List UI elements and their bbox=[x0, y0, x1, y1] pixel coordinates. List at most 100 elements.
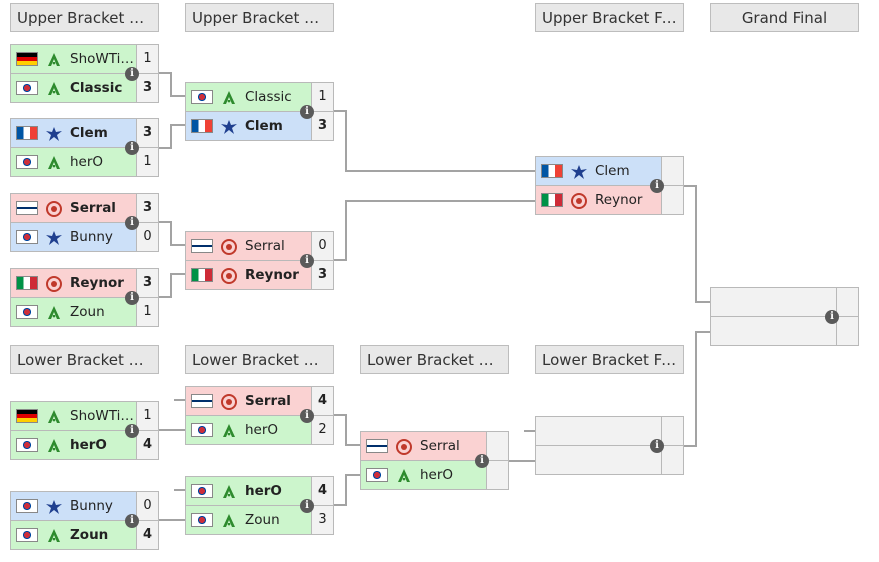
slot-empty[interactable] bbox=[536, 446, 661, 474]
slot-clem[interactable]: Clem bbox=[11, 119, 136, 148]
score: 3 bbox=[136, 269, 158, 298]
slot-empty[interactable] bbox=[711, 317, 836, 345]
slot-serral[interactable]: Serral bbox=[11, 194, 136, 223]
protoss-race-icon bbox=[48, 53, 60, 66]
header-lower-bracket-round-1: Lower Bracket Round 1 bbox=[10, 345, 159, 374]
flag-italy-icon bbox=[541, 193, 563, 207]
score bbox=[661, 417, 683, 446]
score: 4 bbox=[136, 521, 158, 549]
flag-korea-icon bbox=[366, 468, 388, 482]
info-icon[interactable]: i bbox=[650, 439, 664, 453]
score: 3 bbox=[136, 194, 158, 223]
slot-showtime[interactable]: ShoWTimE bbox=[11, 45, 136, 74]
score bbox=[836, 317, 858, 345]
score: 1 bbox=[136, 402, 158, 431]
flag-italy-icon bbox=[16, 276, 38, 290]
slot-empty[interactable] bbox=[536, 417, 661, 446]
protoss-race-icon bbox=[48, 156, 60, 169]
slot-reynor[interactable]: Reynor bbox=[11, 269, 136, 298]
flag-korea-icon bbox=[16, 438, 38, 452]
score bbox=[661, 186, 683, 214]
zerg-race-icon bbox=[221, 268, 237, 284]
flag-finland-icon bbox=[191, 239, 213, 253]
match-lb-r1-1: ShoWTimE 1 herO 4 i bbox=[10, 401, 159, 460]
score: 3 bbox=[136, 119, 158, 148]
slot-clem[interactable]: Clem bbox=[536, 157, 661, 186]
info-icon[interactable]: i bbox=[475, 454, 489, 468]
match-ub-r1-2: Clem 3 herO 1 i bbox=[10, 118, 159, 177]
info-icon[interactable]: i bbox=[125, 216, 139, 230]
slot-clem[interactable]: Clem bbox=[186, 112, 311, 140]
zerg-race-icon bbox=[396, 439, 412, 455]
info-icon[interactable]: i bbox=[125, 67, 139, 81]
info-icon[interactable]: i bbox=[300, 499, 314, 513]
flag-korea-icon bbox=[16, 305, 38, 319]
slot-hero[interactable]: herO bbox=[11, 431, 136, 459]
slot-zoun[interactable]: Zoun bbox=[11, 298, 136, 326]
zerg-race-icon bbox=[221, 394, 237, 410]
slot-bunny[interactable]: Bunny bbox=[11, 492, 136, 521]
slot-reynor[interactable]: Reynor bbox=[186, 261, 311, 289]
score: 0 bbox=[311, 232, 333, 261]
slot-showtime[interactable]: ShoWTimE bbox=[11, 402, 136, 431]
flag-finland-icon bbox=[366, 439, 388, 453]
flag-korea-icon bbox=[16, 155, 38, 169]
terran-race-icon bbox=[46, 500, 62, 514]
match-lb-sf: Serral herO i bbox=[360, 431, 509, 490]
info-icon[interactable]: i bbox=[125, 141, 139, 155]
score bbox=[486, 432, 508, 461]
info-icon[interactable]: i bbox=[300, 105, 314, 119]
protoss-race-icon bbox=[223, 91, 235, 104]
slot-hero[interactable]: herO bbox=[186, 477, 311, 506]
score: 3 bbox=[311, 261, 333, 289]
slot-hero[interactable]: herO bbox=[361, 461, 486, 489]
match-lb-r1-2: Bunny 0 Zoun 4 i bbox=[10, 491, 159, 550]
score: 3 bbox=[311, 506, 333, 534]
terran-race-icon bbox=[46, 231, 62, 245]
score bbox=[836, 288, 858, 317]
header-lower-bracket-quarterfinals: Lower Bracket Quarterfinals bbox=[185, 345, 334, 374]
header-lower-bracket-final: Lower Bracket Final bbox=[535, 345, 684, 374]
match-ub-r1-1: ShoWTimE 1 Classic 3 i bbox=[10, 44, 159, 103]
protoss-race-icon bbox=[223, 485, 235, 498]
flag-finland-icon bbox=[191, 394, 213, 408]
slot-classic[interactable]: Classic bbox=[11, 74, 136, 102]
terran-race-icon bbox=[46, 127, 62, 141]
score bbox=[486, 461, 508, 489]
protoss-race-icon bbox=[48, 306, 60, 319]
terran-race-icon bbox=[571, 165, 587, 179]
slot-classic[interactable]: Classic bbox=[186, 83, 311, 112]
flag-italy-icon bbox=[191, 268, 213, 282]
info-icon[interactable]: i bbox=[300, 409, 314, 423]
protoss-race-icon bbox=[48, 82, 60, 95]
header-upper-bracket-semifinals: Upper Bracket Semifinals bbox=[185, 3, 334, 32]
slot-serral[interactable]: Serral bbox=[361, 432, 486, 461]
score: 4 bbox=[311, 387, 333, 416]
info-icon[interactable]: i bbox=[125, 514, 139, 528]
info-icon[interactable]: i bbox=[125, 291, 139, 305]
info-icon[interactable]: i bbox=[300, 254, 314, 268]
header-lower-bracket-semifinal: Lower Bracket Semifinal bbox=[360, 345, 509, 374]
slot-zoun[interactable]: Zoun bbox=[186, 506, 311, 534]
info-icon[interactable]: i bbox=[650, 179, 664, 193]
info-icon[interactable]: i bbox=[125, 424, 139, 438]
score: 4 bbox=[136, 431, 158, 459]
score: 0 bbox=[136, 492, 158, 521]
info-icon[interactable]: i bbox=[825, 310, 839, 324]
slot-bunny[interactable]: Bunny bbox=[11, 223, 136, 251]
slot-hero[interactable]: herO bbox=[11, 148, 136, 176]
header-upper-bracket-round-1: Upper Bracket Round 1 bbox=[10, 3, 159, 32]
slot-serral[interactable]: Serral bbox=[186, 387, 311, 416]
score: 1 bbox=[136, 298, 158, 326]
score: 1 bbox=[311, 83, 333, 112]
protoss-race-icon bbox=[48, 410, 60, 423]
slot-zoun[interactable]: Zoun bbox=[11, 521, 136, 549]
flag-france-icon bbox=[541, 164, 563, 178]
match-ub-sf-1: Classic 1 Clem 3 i bbox=[185, 82, 334, 141]
slot-reynor[interactable]: Reynor bbox=[536, 186, 661, 214]
slot-hero[interactable]: herO bbox=[186, 416, 311, 444]
match-ub-r1-3: Serral 3 Bunny 0 i bbox=[10, 193, 159, 252]
slot-empty[interactable] bbox=[711, 288, 836, 317]
slot-serral[interactable]: Serral bbox=[186, 232, 311, 261]
